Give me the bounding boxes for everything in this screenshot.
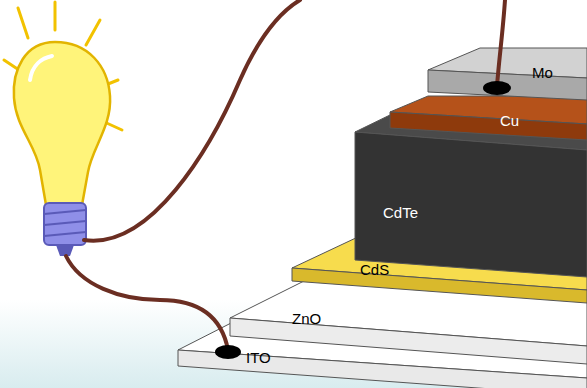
layer-shape	[355, 114, 587, 277]
cdte-layer: CdTe	[355, 114, 587, 277]
layer-shape	[390, 96, 587, 140]
layer-shape	[428, 48, 587, 100]
layer-label: Cu	[500, 113, 519, 128]
cu-layer: Cu	[390, 96, 587, 140]
mo-layer: Mo	[428, 48, 587, 100]
contact-dot	[483, 81, 511, 95]
wire	[66, 0, 505, 350]
layer-label: CdS	[360, 262, 389, 277]
layer-label: CdTe	[383, 205, 418, 220]
layer-label: ZnO	[292, 311, 321, 326]
layer-label: Mo	[532, 65, 553, 80]
layer-label: ITO	[246, 350, 271, 365]
contact-dot	[215, 345, 241, 359]
layer-face	[355, 132, 587, 277]
layer-face	[428, 70, 587, 100]
layer-face	[178, 350, 587, 388]
light-bulb	[4, 2, 122, 256]
